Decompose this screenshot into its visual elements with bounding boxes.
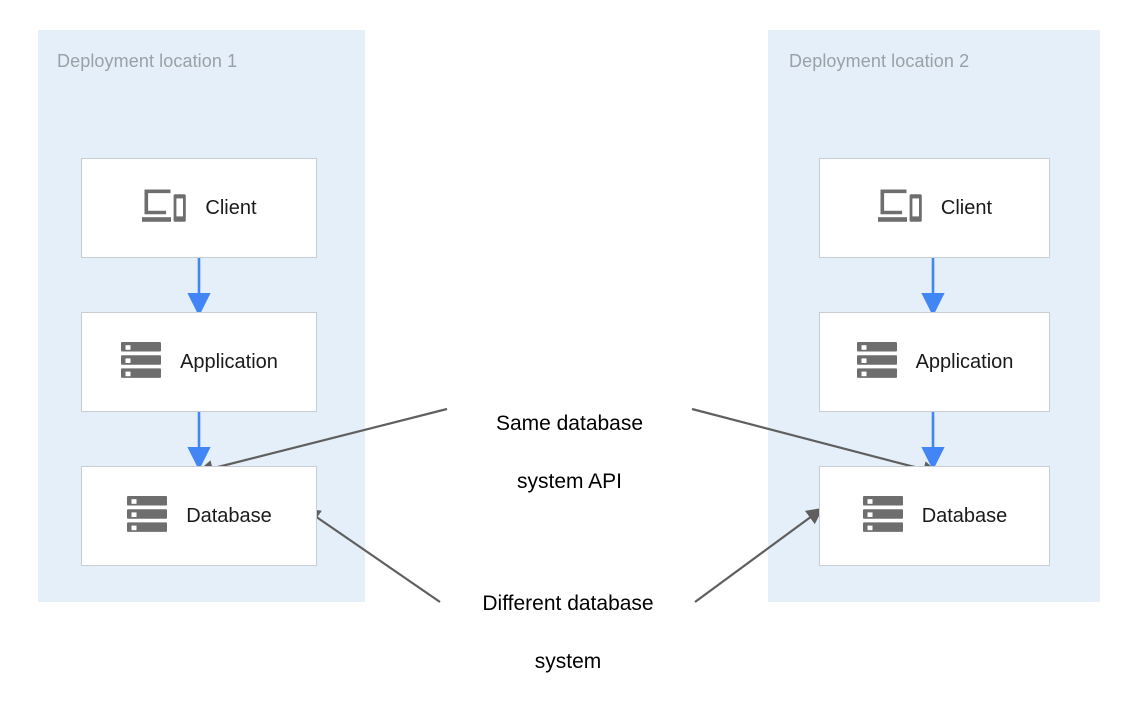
- node-database-2[interactable]: Database: [819, 466, 1050, 566]
- annotation-same-database-system-api-line1: Same database: [495, 412, 644, 435]
- annotation-different-database-system: Different database system: [444, 560, 692, 705]
- server-stack-icon: [126, 493, 168, 540]
- node-application-2-label: Application: [915, 350, 1014, 373]
- annotation-different-database-system-line1: Different database: [482, 592, 654, 615]
- node-client-1-label: Client: [205, 196, 257, 219]
- node-database-1-label: Database: [186, 504, 272, 527]
- deployment-zone-2-title: Deployment location 2: [789, 51, 970, 71]
- node-application-2[interactable]: Application: [819, 312, 1050, 412]
- diagram-canvas: Deployment location 1 Deployment locatio…: [38, 30, 1100, 673]
- node-client-2[interactable]: Client: [819, 158, 1050, 258]
- node-application-1-label: Application: [180, 350, 278, 373]
- devices-icon: [877, 187, 923, 230]
- annotation-same-database-system-api-line2: system API: [516, 470, 623, 493]
- annotation-same-database-system-api: Same database system API: [449, 380, 690, 525]
- node-client-2-label: Client: [940, 196, 993, 219]
- devices-icon: [141, 187, 187, 230]
- server-stack-icon: [862, 493, 904, 540]
- node-application-1[interactable]: Application: [81, 312, 317, 412]
- server-stack-icon: [856, 339, 898, 386]
- node-database-1[interactable]: Database: [81, 466, 317, 566]
- deployment-zone-1-title: Deployment location 1: [57, 51, 238, 71]
- node-client-1[interactable]: Client: [81, 158, 317, 258]
- node-database-2-label: Database: [921, 504, 1008, 527]
- server-stack-icon: [120, 339, 162, 386]
